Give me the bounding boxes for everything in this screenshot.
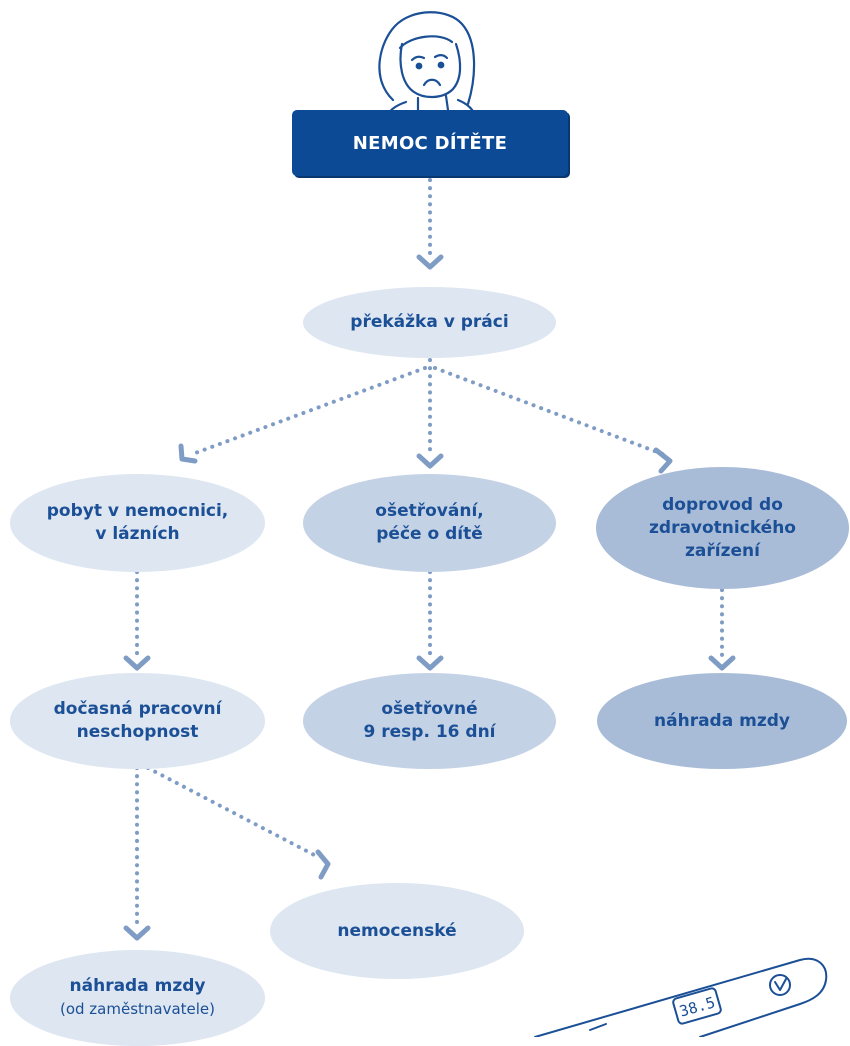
arrowhead-to-osetrovne [416, 655, 444, 671]
node-docasna: dočasná pracovní neschopnost [10, 673, 265, 769]
arrowhead-to-pobyt [178, 443, 198, 464]
node-nahrada-mzdy-right: náhrada mzdy [597, 673, 847, 769]
node-pobyt: pobyt v nemocnici, v lázních [10, 474, 265, 572]
arrowhead-to-docasna [123, 655, 151, 671]
node-nemocenske: nemocenské [270, 883, 524, 979]
title-label: NEMOC DÍTĚTE [352, 132, 508, 154]
arrowhead-to-nahrada-bottom [123, 925, 151, 941]
node-nahrada-mzdy-right-label: náhrada mzdy [654, 710, 790, 731]
arrowhead-to-nahrada [708, 655, 736, 671]
node-osetrovne-label: ošetřovné 9 resp. 16 dní [363, 699, 496, 742]
node-osetrovne: ošetřovné 9 resp. 16 dní [303, 673, 556, 769]
arrowhead-to-prekazka [416, 254, 444, 270]
arrowhead-to-nemocenske [315, 849, 331, 880]
node-pobyt-label: pobyt v nemocnici, v lázních [46, 501, 229, 544]
title-box: NEMOC DÍTĚTE [292, 110, 568, 176]
connector-prekazka-to-doprovod [433, 366, 667, 457]
arrowhead-to-doprovod [653, 447, 673, 474]
connector-prekazka-to-pobyt [188, 366, 427, 457]
node-osetrovani-label: ošetřování, péče o dítě [375, 501, 484, 544]
node-nemocenske-label: nemocenské [337, 920, 457, 941]
connector-docasna-to-nemocenske [146, 766, 322, 860]
node-nahrada-mzdy-bottom-note: (od zaměstnavatele) [59, 1000, 216, 1018]
node-prekazka-label: překážka v práci [350, 312, 509, 332]
node-nahrada-mzdy-bottom: náhrada mzdy (od zaměstnavatele) [10, 950, 265, 1046]
node-doprovod: doprovod do zdravotnického zařízení [596, 467, 849, 589]
node-doprovod-label: doprovod do zdravotnického zařízení [649, 494, 796, 561]
arrowhead-to-osetrovani [416, 453, 444, 469]
node-docasna-label: dočasná pracovní neschopnost [53, 699, 222, 742]
sad-child-icon [378, 11, 478, 120]
node-prekazka: překážka v práci [303, 287, 556, 358]
node-osetrovani: ošetřování, péče o dítě [303, 474, 556, 572]
thermometer-icon: 38.5 [534, 957, 828, 1037]
node-nahrada-mzdy-bottom-label: náhrada mzdy [69, 976, 206, 996]
